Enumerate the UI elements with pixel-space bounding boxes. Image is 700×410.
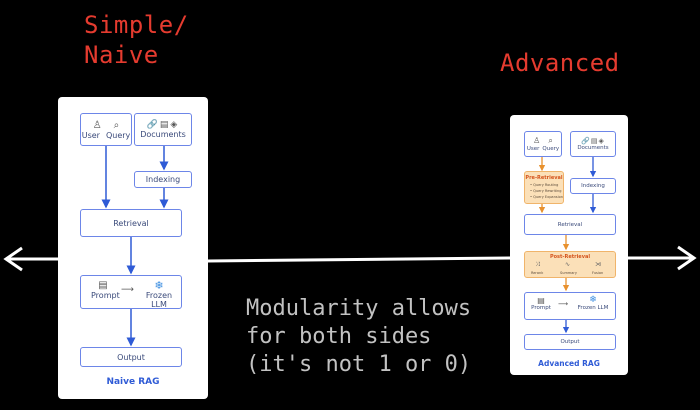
adv-prompt-icon: ▤ [537, 296, 545, 305]
documents-icon: 🔗▤◈ [146, 120, 180, 130]
adv-documents-box: 🔗▤◈ Documents [570, 131, 616, 157]
advanced-rag-caption: Advanced RAG [538, 359, 600, 368]
adv-prompt-label: Prompt [531, 305, 551, 311]
pre-item: • Query Expansion [530, 195, 563, 199]
left-arrowhead [3, 246, 23, 272]
user-query-box: ♙ ⌕ User Query [80, 113, 132, 146]
output-label: Output [117, 352, 145, 362]
post-retrieval-box: Post-Retrieval ⤨ ∿ ⋊ Rerank Summary Fusi… [524, 251, 616, 278]
naive-rag-diagram: ♙ ⌕ User Query 🔗▤◈ Documents Indexing Retr… [58, 97, 208, 399]
post-item-fusion: Fusion [592, 271, 604, 275]
adv-query-icon: ⌕ [548, 136, 553, 145]
adv-arrow-right-icon: ⟶ [558, 300, 569, 308]
indexing-box: Indexing [134, 171, 192, 188]
adv-user-icon: ♙ [533, 136, 541, 145]
pre-item: • Query Rewriting [530, 189, 562, 193]
adv-documents-icon: 🔗▤◈ [581, 137, 605, 145]
documents-label: Documents [140, 130, 186, 139]
adv-documents-label: Documents [577, 145, 609, 151]
adv-indexing-box: Indexing [570, 178, 616, 194]
user-icon: ♙ [92, 119, 102, 131]
pre-item: • Query Routing [530, 183, 559, 187]
prompt-llm-box: ▤ Prompt ⟶ ❄ Frozen LLM [80, 275, 182, 309]
query-icon: ⌕ [113, 119, 120, 131]
adv-frozen-llm-label: Frozen LLM [577, 305, 609, 311]
post-retrieval-title: Post-Retrieval [549, 254, 591, 260]
naive-arrows [101, 146, 169, 347]
shuffle-icon: ⤨ [535, 261, 540, 268]
user-label: User [81, 130, 100, 140]
frozen-llm-label: Frozen LLM [145, 291, 173, 309]
simple-naive-title: Simple/ Naive [84, 11, 189, 69]
adv-indexing-label: Indexing [581, 183, 605, 189]
fusion-icon: ⋊ [595, 261, 601, 268]
prompt-label: Prompt [91, 291, 120, 300]
adv-output-label: Output [560, 339, 580, 345]
adv-output-box: Output [524, 334, 616, 350]
retrieval-label: Retrieval [113, 218, 149, 228]
pre-retrieval-title: Pre-Retrieval [525, 175, 563, 181]
adv-retrieval-label: Retrieval [557, 221, 583, 228]
right-arrowhead [677, 245, 697, 271]
adv-prompt-llm-box: ▤ Prompt ⟶ ❄ Frozen LLM [524, 292, 616, 320]
advanced-title: Advanced [500, 49, 620, 77]
pre-retrieval-box: Pre-Retrieval • Query Routing • Query Re… [524, 171, 564, 204]
snowflake-icon: ❄ [154, 279, 164, 292]
post-item-rerank: Rerank [531, 271, 544, 275]
adv-retrieval-box: Retrieval [524, 214, 616, 235]
advanced-arrows [538, 157, 597, 334]
waveform-icon: ∿ [565, 261, 571, 268]
indexing-label: Indexing [145, 175, 181, 184]
post-item-summary: Summary [560, 271, 577, 275]
modularity-annotation: Modularity allows for both sides (it's n… [246, 296, 472, 377]
naive-rag-caption: Naive RAG [106, 377, 160, 387]
adv-query-label: Query [542, 146, 560, 152]
output-box: Output [80, 347, 182, 367]
adv-snowflake-icon: ❄ [589, 295, 597, 305]
prompt-icon: ▤ [98, 280, 108, 291]
retrieval-box: Retrieval [80, 209, 182, 237]
adv-user-label: User [526, 146, 540, 152]
query-label: Query [105, 130, 131, 140]
arrow-right-icon: ⟶ [121, 285, 134, 295]
documents-box: 🔗▤◈ Documents [134, 113, 192, 146]
